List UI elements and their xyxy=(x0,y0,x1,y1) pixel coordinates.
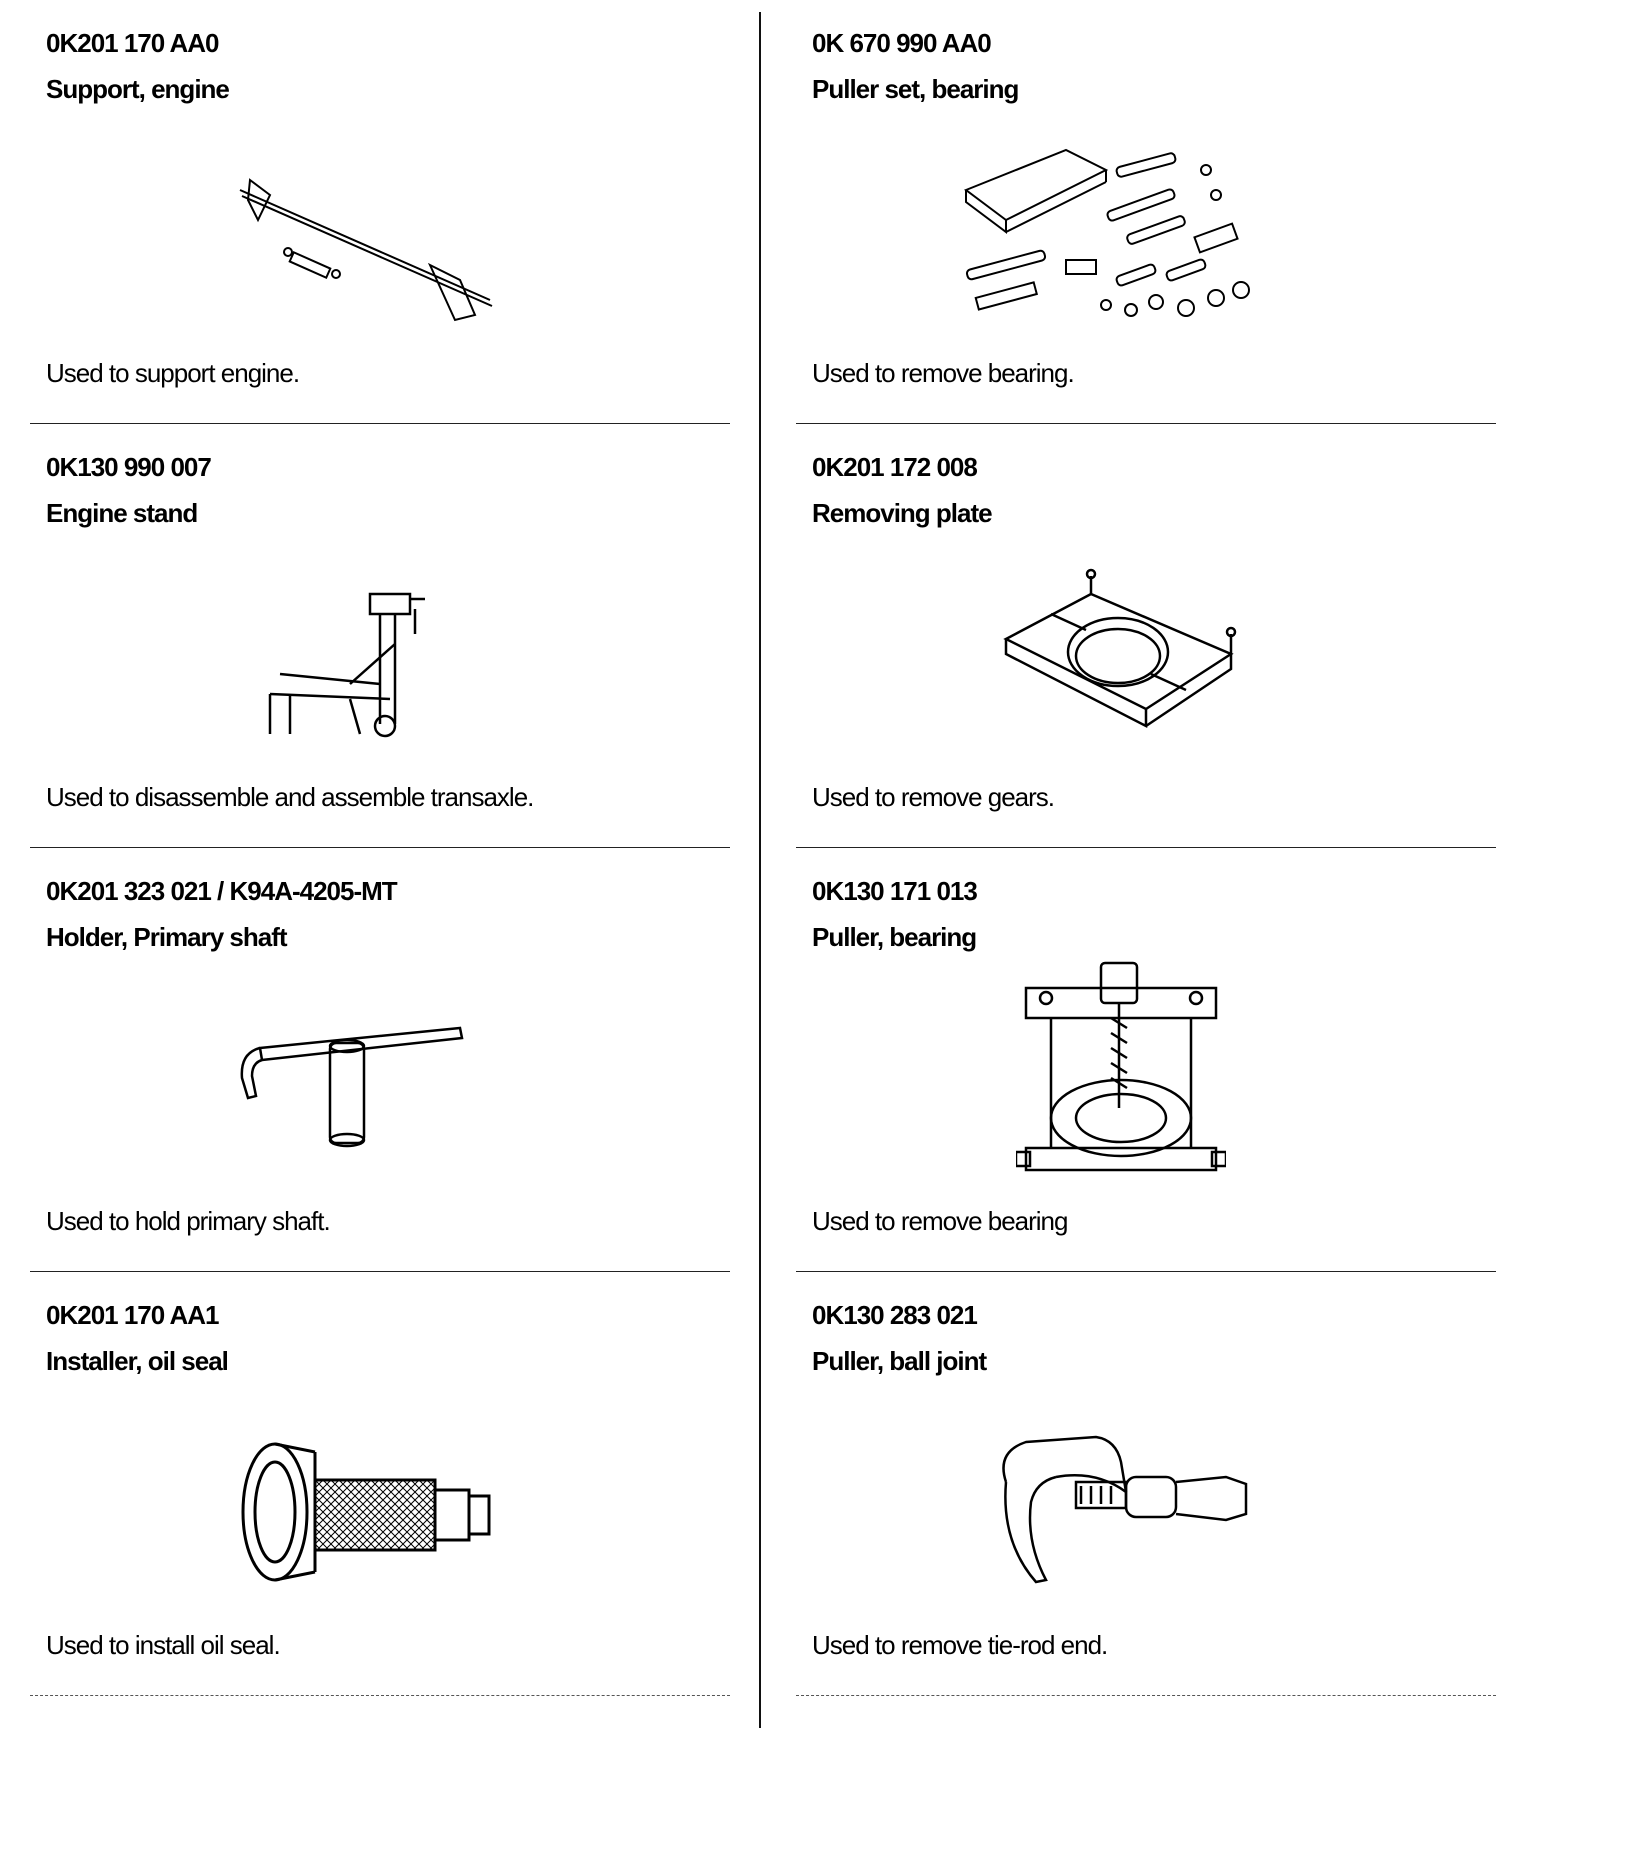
tool-description: Used to support engine. xyxy=(46,358,300,388)
tool-code: 0K201 170 AA0 xyxy=(46,28,219,58)
right-column: 0K 670 990 AA0 Puller set, bearing xyxy=(796,0,1496,1696)
column-divider xyxy=(759,12,761,1728)
ball-joint-puller-icon xyxy=(986,1422,1286,1602)
tool-description: Used to remove tie-rod end. xyxy=(812,1630,1108,1660)
tool-code: 0K130 990 007 xyxy=(46,452,212,482)
tool-title: Puller set, bearing xyxy=(812,74,1019,104)
tool-title: Removing plate xyxy=(812,498,993,528)
tool-entry: 0K 670 990 AA0 Puller set, bearing xyxy=(796,0,1496,424)
tool-code: 0K201 170 AA1 xyxy=(46,1300,219,1330)
tool-entry: 0K201 170 AA1 Installer, oil seal Used t… xyxy=(30,1272,730,1696)
tool-title: Installer, oil seal xyxy=(46,1346,229,1376)
tool-title: Puller, ball joint xyxy=(812,1346,987,1376)
tool-description: Used to hold primary shaft. xyxy=(46,1206,331,1236)
bearing-puller-icon xyxy=(1016,958,1226,1188)
tool-entry: 0K130 283 021 Puller, ball joint Used to… xyxy=(796,1272,1496,1696)
bearing-puller-set-icon xyxy=(956,130,1276,340)
tool-description: Used to remove bearing. xyxy=(812,358,1075,388)
tool-description: Used to remove bearing xyxy=(812,1206,1068,1236)
tool-title: Holder, Primary shaft xyxy=(46,922,288,952)
tool-title: Support, engine xyxy=(46,74,230,104)
engine-support-icon xyxy=(230,170,510,330)
tool-entry: 0K130 990 007 Engine stand Used to disas… xyxy=(30,424,730,848)
tool-entry: 0K201 172 008 Removing plate Used to rem… xyxy=(796,424,1496,848)
tool-code: 0K130 171 013 xyxy=(812,876,978,906)
tool-description: Used to remove gears. xyxy=(812,782,1055,812)
tool-code: 0K201 323 021 / K94A-4205-MT xyxy=(46,876,398,906)
tool-title: Engine stand xyxy=(46,498,198,528)
tool-code: 0K201 172 008 xyxy=(812,452,978,482)
left-column: 0K201 170 AA0 Support, engine Used to su… xyxy=(30,0,730,1696)
oil-seal-installer-icon xyxy=(235,1432,515,1592)
tool-description: Used to disassemble and assemble transax… xyxy=(46,782,534,812)
tool-entry: 0K201 323 021 / K94A-4205-MT Holder, Pri… xyxy=(30,848,730,1272)
tool-entry: 0K130 171 013 Puller, bearing Used to re… xyxy=(796,848,1496,1272)
tool-description: Used to install oil seal. xyxy=(46,1630,281,1660)
tool-title: Puller, bearing xyxy=(812,922,977,952)
removing-plate-icon xyxy=(996,564,1256,744)
engine-stand-icon xyxy=(250,584,450,744)
shaft-holder-icon xyxy=(230,1008,470,1148)
tool-code: 0K130 283 021 xyxy=(812,1300,978,1330)
tool-entry: 0K201 170 AA0 Support, engine Used to su… xyxy=(30,0,730,424)
tool-code: 0K 670 990 AA0 xyxy=(812,28,992,58)
